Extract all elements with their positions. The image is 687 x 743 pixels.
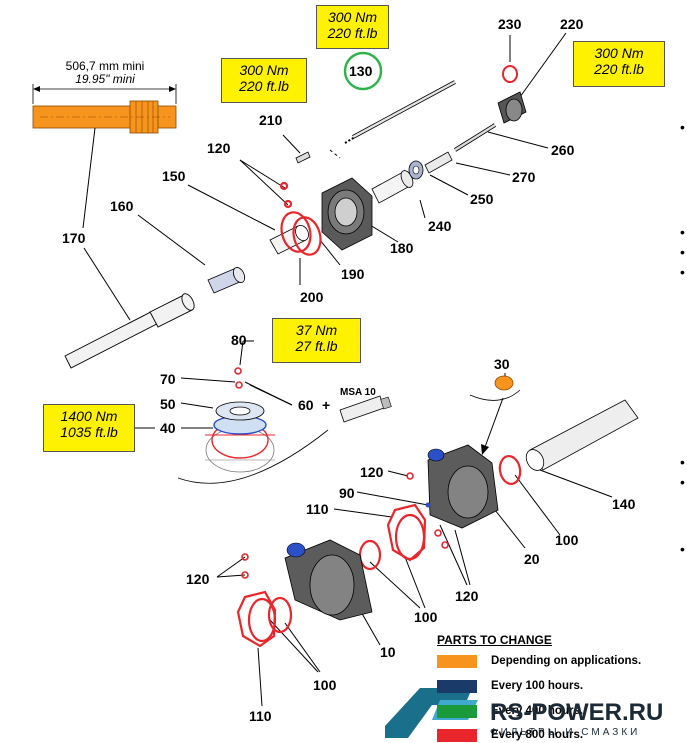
part-label-250: 250 — [470, 191, 494, 207]
rings-190-200 — [279, 181, 322, 256]
cap-220 — [497, 91, 527, 124]
part-label-260: 260 — [551, 142, 575, 158]
bullet-mark: • — [680, 224, 685, 240]
legend-label: Every 400 hours. — [491, 705, 584, 717]
legend-label: Every 800 hours. — [491, 729, 584, 741]
torque-nm: 300 Nm — [594, 45, 644, 61]
dimension-label: 506,7 mm mini 19.95" mini — [50, 60, 160, 86]
part-label-110-bottom: 110 — [249, 708, 272, 724]
torque-box-40: 1400 Nm 1035 ft.lb — [43, 404, 135, 452]
dimension-metric: 506,7 mm mini — [65, 59, 145, 73]
legend-title: PARTS TO CHANGE — [437, 633, 552, 647]
bullet-mark: • — [680, 119, 685, 135]
part-label-40: 40 — [160, 420, 176, 436]
part-label-120-left: 120 — [186, 571, 210, 587]
part-label-240: 240 — [428, 218, 452, 234]
part-label-120-right: 120 — [455, 588, 479, 604]
leader-lines — [82, 32, 613, 707]
long-shaft-170 — [64, 293, 195, 369]
housing-10 — [241, 539, 373, 621]
torque-nm: 37 Nm — [295, 322, 338, 338]
coupling-160 — [207, 267, 246, 294]
torque-ftlb: 1035 ft.lb — [60, 424, 118, 440]
torque-box-130: 300 Nm 220 ft.lb — [316, 5, 389, 49]
nut-250 — [408, 160, 424, 180]
part-label-80: 80 — [231, 332, 247, 348]
torque-ftlb: 220 ft.lb — [327, 25, 378, 41]
ring-100-top — [498, 455, 522, 485]
dimension-imperial: 19.95" mini — [75, 72, 135, 86]
torque-nm: 1400 Nm — [60, 408, 118, 424]
legend-swatch — [437, 655, 477, 668]
part-label-60: 60 — [298, 397, 314, 413]
part-label-100-right: 100 — [555, 532, 579, 548]
housing-20 — [406, 444, 499, 549]
part-label-210: 210 — [259, 112, 283, 128]
bullet-mark: • — [680, 454, 685, 470]
part-label-200: 200 — [300, 289, 324, 305]
part-label-30: 30 — [494, 356, 510, 372]
torque-box-80: 37 Nm 27 ft.lb — [272, 318, 361, 363]
part-label-110-mid: 110 — [306, 501, 329, 517]
torque-nm: 300 Nm — [239, 62, 289, 78]
part-label-100-bottom: 100 — [313, 677, 337, 693]
legend-label: Depending on applications. — [491, 655, 642, 667]
part-label-90: 90 — [339, 485, 355, 501]
bullet-mark: • — [680, 541, 685, 557]
torque-ftlb: 220 ft.lb — [594, 61, 644, 77]
oring-230 — [502, 65, 518, 83]
part-label-270: 270 — [512, 169, 536, 185]
bullet-mark: • — [680, 264, 685, 280]
legend-label: Every 100 hours. — [491, 680, 584, 692]
screw-260 — [453, 123, 497, 152]
part-label-50: 50 — [160, 396, 176, 412]
bush-150 — [269, 224, 309, 255]
part-label-10: 10 — [380, 644, 396, 660]
part-label-180: 180 — [390, 240, 414, 256]
bullet-mark: • — [680, 474, 685, 490]
part-label-140: 140 — [612, 496, 636, 512]
watermark-tagline: ФИЛЬТРЫ И СМАЗКИ — [490, 727, 641, 738]
gear-stack-40-50 — [205, 367, 275, 473]
bullet-mark: • — [680, 244, 685, 260]
part-label-60-plus: + — [322, 397, 331, 413]
seals-110-100-mid — [358, 503, 427, 571]
torque-box-220: 300 Nm 220 ft.lb — [573, 41, 665, 87]
torque-ftlb: 220 ft.lb — [239, 78, 289, 94]
part-label-100-mid: 100 — [414, 609, 438, 625]
part-label-msa10: MSA 10 — [340, 387, 376, 398]
shaft-140 — [525, 399, 639, 471]
msa-tube — [339, 395, 392, 423]
rod-130 — [329, 80, 456, 159]
part-label-130: 130 — [349, 63, 373, 79]
bolt-210 — [295, 151, 311, 164]
watermark-brand: RS-POWER.RU — [490, 699, 664, 726]
part-label-190: 190 — [341, 266, 365, 282]
part-label-230: 230 — [498, 16, 522, 32]
housing-180 — [321, 177, 373, 251]
legend-swatch — [437, 680, 477, 693]
torque-nm: 300 Nm — [327, 9, 378, 25]
pin-270 — [424, 151, 453, 174]
part-label-160: 160 — [110, 198, 134, 214]
part-label-120-top: 120 — [207, 140, 231, 156]
shaft-170-orange — [32, 100, 177, 134]
part-label-170: 170 — [62, 230, 86, 246]
part-label-70: 70 — [160, 371, 176, 387]
part-label-220: 220 — [560, 16, 584, 32]
part-label-20: 20 — [524, 551, 540, 567]
part-label-120-mid: 120 — [360, 464, 384, 480]
torque-box-130-left: 300 Nm 220 ft.lb — [221, 58, 307, 103]
dimension-arrow — [32, 84, 177, 104]
spring-30 — [494, 375, 514, 391]
seals-110-100-bottom — [236, 590, 293, 648]
part-label-150: 150 — [162, 168, 186, 184]
legend-swatch — [437, 729, 477, 742]
highlight-circle-130 — [343, 51, 383, 91]
torque-ftlb: 27 ft.lb — [295, 338, 338, 354]
legend-swatch — [437, 705, 477, 718]
shaft-240 — [371, 170, 414, 204]
